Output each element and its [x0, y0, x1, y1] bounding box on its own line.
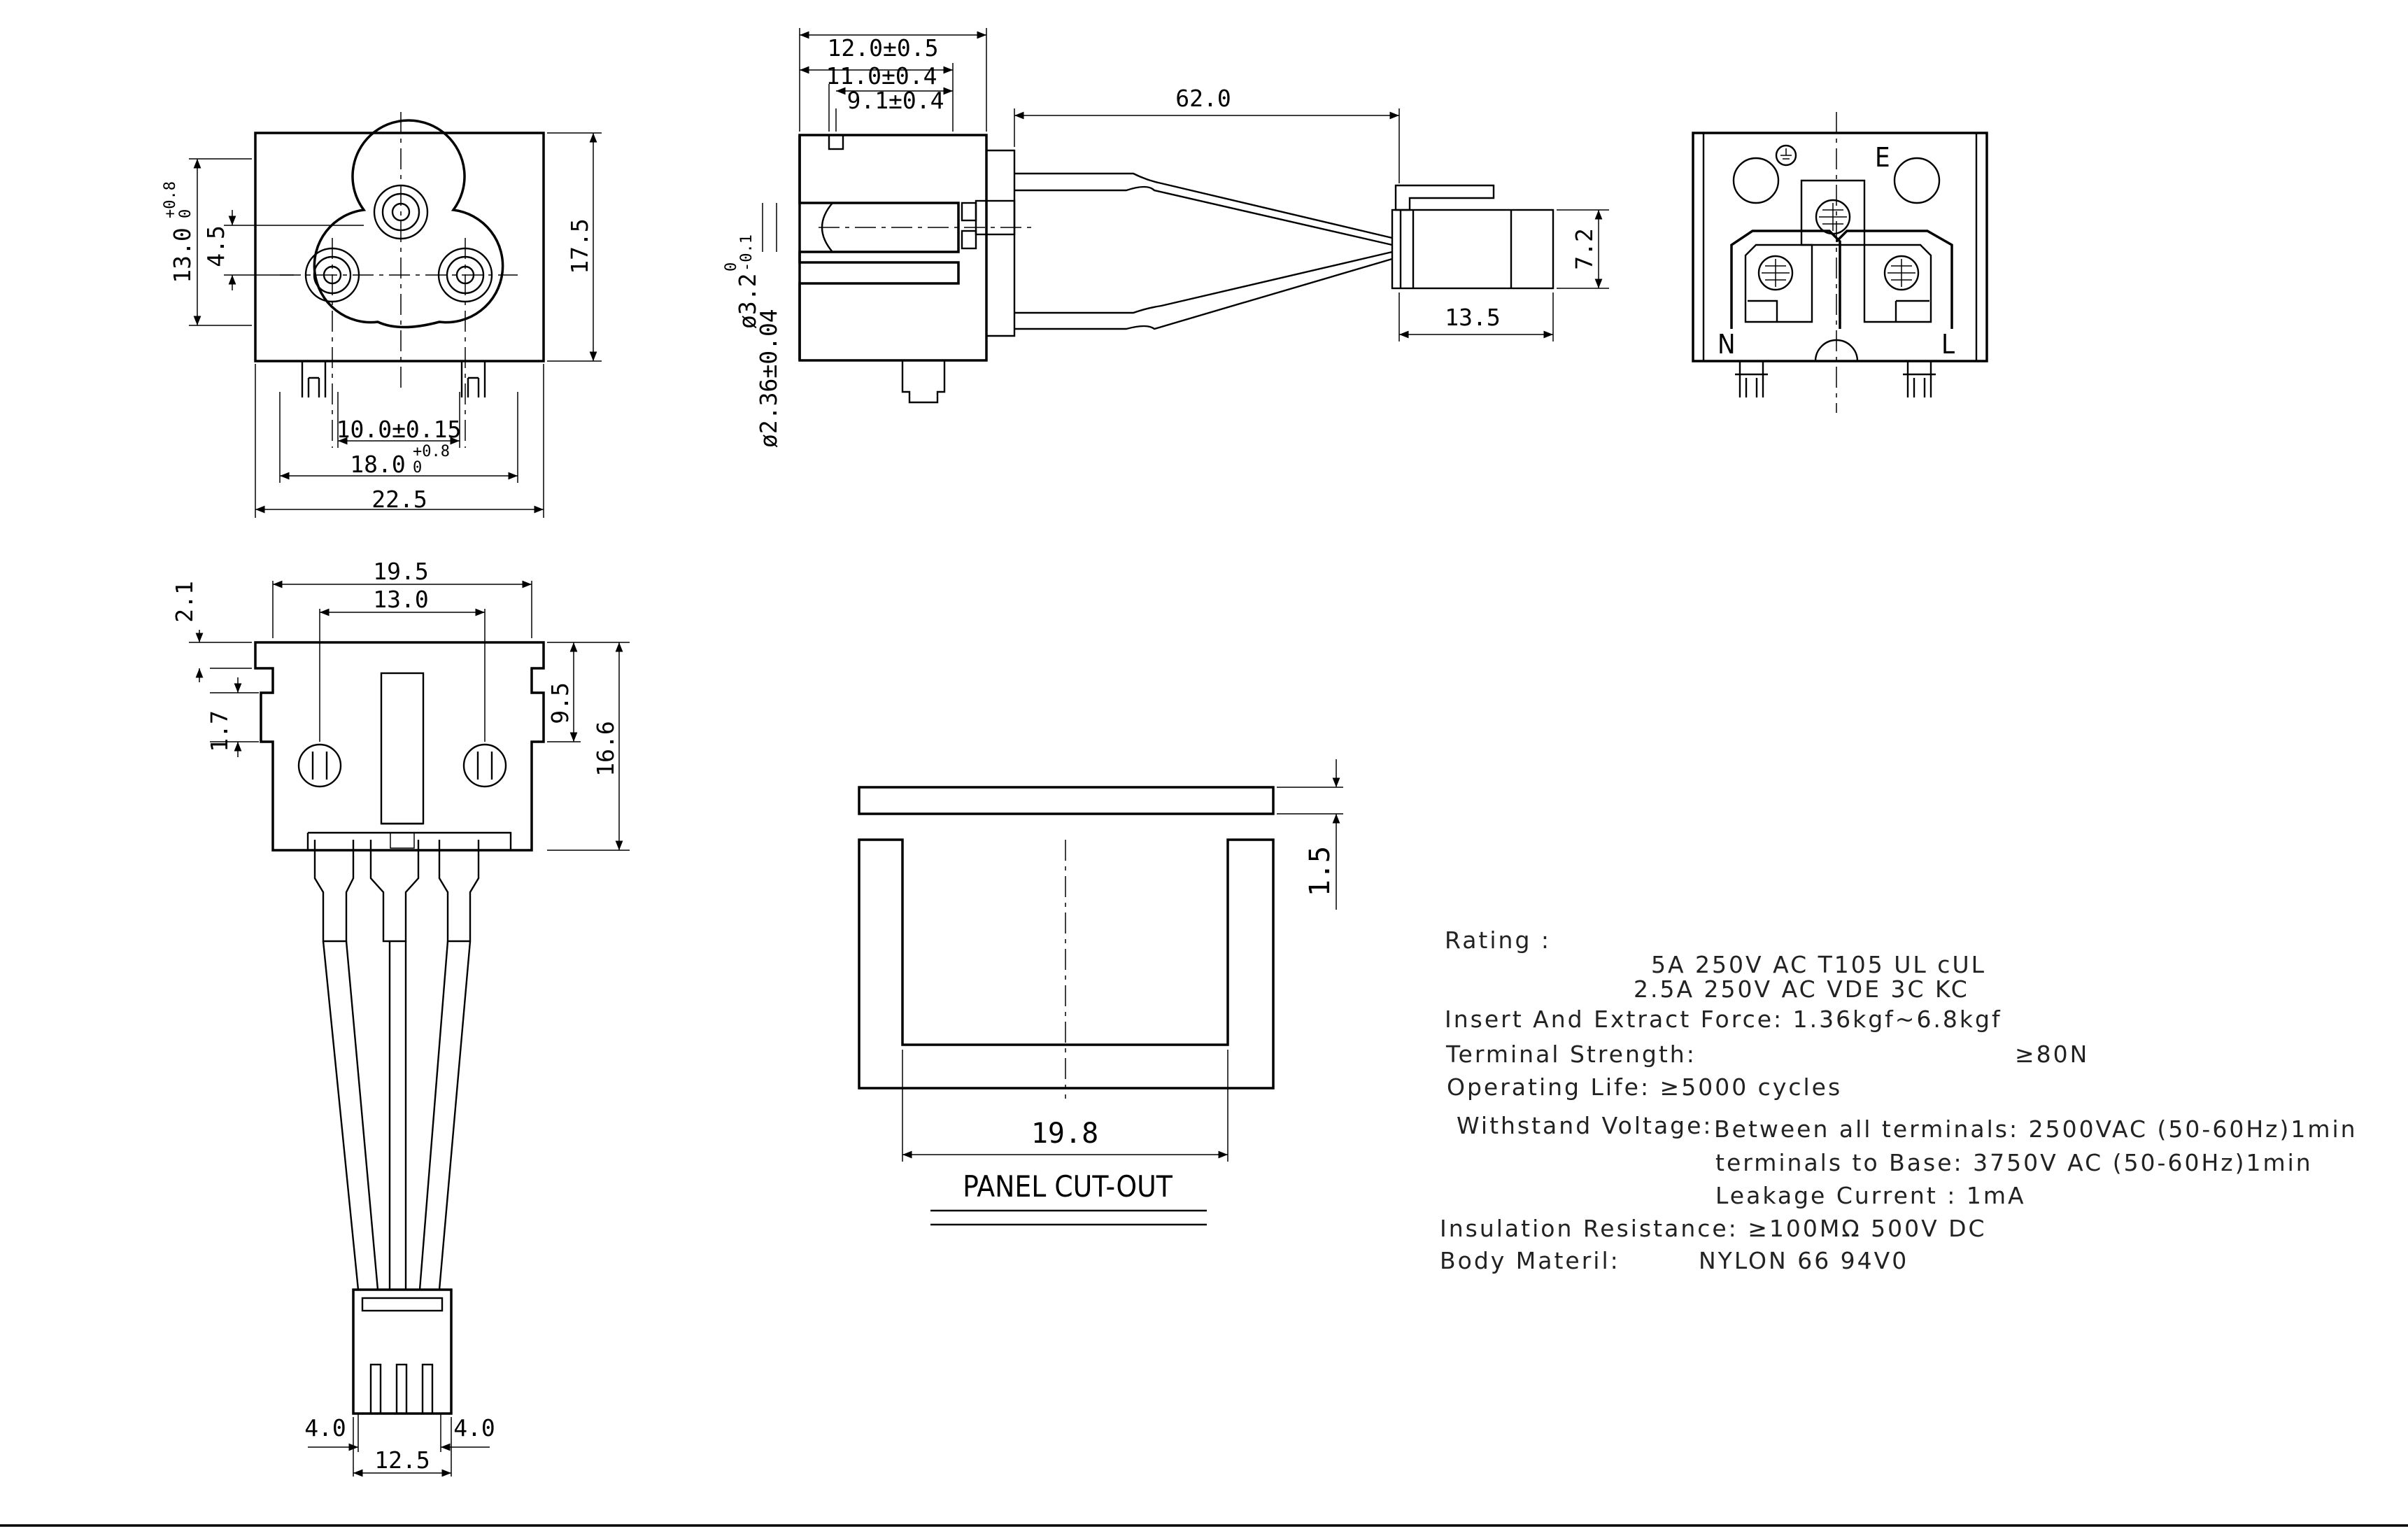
rating-label: Rating : — [1445, 926, 1551, 954]
front-pitch-outer-tol-upper: +0.8 — [413, 443, 450, 460]
withstand-voltage-label: Withstand Voltage: — [1457, 1112, 1713, 1139]
rear-housing-outline — [1692, 132, 1988, 362]
bottom-center-post — [380, 672, 425, 825]
front-housing-outline — [254, 132, 545, 362]
bottom-step-1-label: 2.1 — [171, 581, 198, 623]
side-pin — [901, 360, 946, 404]
socket-clover-outline — [313, 119, 504, 329]
side-cable-top — [1014, 172, 1393, 239]
side-connector — [1391, 184, 1554, 290]
side-cable-bottom — [1014, 251, 1393, 314]
rear-view: E N L — [1692, 112, 1988, 413]
terminal-strength-label: Terminal Strength: — [1445, 1041, 1697, 1068]
bottom-conn-width-label: 12.5 — [374, 1446, 430, 1474]
cutout-thickness-label: 1.5 — [1304, 846, 1336, 896]
bottom-housing-outline — [254, 641, 545, 852]
front-pins — [301, 361, 486, 397]
bottom-height-2-label: 16.6 — [592, 721, 619, 776]
side-hole-tol-lower: -0.1 — [738, 234, 756, 272]
body-material-value: NYLON 66 94V0 — [1699, 1247, 1908, 1274]
bottom-step-2-label: 1.7 — [206, 710, 233, 752]
side-cable-length-label: 62.0 — [1175, 85, 1231, 112]
front-inner-height-tol-upper: +0.8 — [162, 181, 179, 218]
bottom-connector — [352, 1288, 453, 1415]
front-pitch-outer-label: 18.0 — [350, 451, 405, 478]
withstand-line-2: terminals to Base: 3750V AC (50-60Hz)1mi… — [1715, 1149, 2313, 1176]
bottom-hole-right — [462, 743, 507, 788]
front-inner-height-tol-lower: 0 — [177, 209, 194, 218]
side-connector-length-label: 13.5 — [1445, 304, 1500, 331]
bottom-conn-margin-left-label: 4.0 — [304, 1414, 346, 1442]
bottom-width-label: 19.5 — [373, 558, 428, 585]
panel-cutout-view: 1.5 19.8 PANEL CUT-OUT — [858, 759, 1343, 1226]
front-view: 22.5 18.0 +0.8 0 10.0±0.15 13.0 +0.8 0 4… — [162, 112, 602, 518]
bottom-view: 19.5 13.0 2.1 1.7 9.5 16.6 4.0 4.0 12.5 — [171, 558, 630, 1477]
bottom-height-1-label: 9.5 — [546, 682, 574, 724]
withstand-line-1: Between all terminals: 2500VAC (50-60Hz)… — [1714, 1115, 2358, 1143]
bottom-conn-margin-right-label: 4.0 — [453, 1414, 495, 1442]
bottom-wires — [322, 940, 472, 1290]
cutout-profile — [858, 838, 1275, 1090]
rear-live-terminal — [1835, 230, 1953, 329]
terminal-strength-value: ≥80N — [2015, 1041, 2089, 1068]
rear-mounting-hole-left — [1732, 157, 1780, 204]
rear-mounting-hole-right — [1893, 157, 1941, 204]
side-hole-dia-label: ø3.2 — [734, 274, 761, 329]
side-housing-section — [798, 134, 988, 362]
rating-line-1: 5A 250V AC T105 UL cUL — [1651, 951, 1986, 978]
bottom-hole-left — [297, 743, 342, 788]
front-pitch-inner-label: 10.0±0.15 — [337, 416, 462, 443]
cutout-panel-plate — [858, 786, 1275, 815]
side-pin-dia-label: ø2.36±0.04 — [755, 309, 782, 448]
front-width-label: 22.5 — [371, 486, 427, 513]
operating-life-text: Operating Life: ≥5000 cycles — [1447, 1073, 1842, 1101]
body-material-label: Body Materil: — [1440, 1247, 1620, 1274]
earth-symbol-icon — [1775, 144, 1797, 167]
front-pitch-outer-tol-lower: 0 — [413, 459, 422, 477]
front-offset-label: 4.5 — [202, 225, 229, 267]
cutout-width-label: 19.8 — [1031, 1118, 1098, 1150]
rear-label-neutral: N — [1718, 329, 1736, 360]
front-height-label: 17.5 — [566, 218, 593, 274]
insulation-resistance-text: Insulation Resistance: ≥100MΩ 500V DC — [1440, 1215, 1987, 1242]
bottom-lugs — [313, 832, 480, 943]
side-view: 12.0±0.5 11.0±0.4 9.1±0.4 62.0 13.5 7.2 … — [723, 28, 1609, 448]
front-inner-height-label: 13.0 — [169, 227, 196, 283]
rear-label-live: L — [1941, 329, 1955, 360]
panel-cutout-title: PANEL CUT-OUT — [963, 1169, 1173, 1204]
side-depth-3-label: 9.1±0.4 — [847, 87, 944, 114]
bottom-hole-pitch-label: 13.0 — [373, 586, 428, 613]
spec-block: Rating : 5A 250V AC T105 UL cUL 2.5A 250… — [1440, 926, 2358, 1274]
side-depth-1-label: 12.0±0.5 — [828, 34, 939, 62]
leakage-current-text: Leakage Current : 1mA — [1715, 1182, 2026, 1209]
side-connector-height-label: 7.2 — [1571, 228, 1598, 270]
rating-line-2: 2.5A 250V AC VDE 3C KC — [1634, 975, 1969, 1003]
insert-force-text: Insert And Extract Force: 1.36kgf~6.8kgf — [1445, 1006, 2002, 1033]
side-depth-2-label: 11.0±0.4 — [826, 62, 937, 90]
rear-label-earth: E — [1875, 142, 1890, 173]
side-hole-tol-upper: 0 — [723, 262, 740, 272]
rear-neutral-terminal — [1730, 230, 1841, 329]
